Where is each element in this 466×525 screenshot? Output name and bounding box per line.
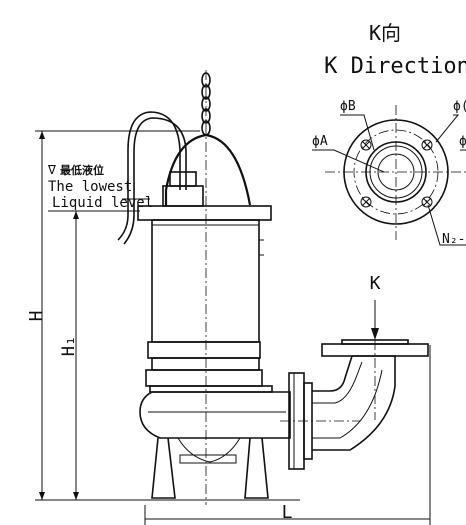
view-letter-k: K (370, 273, 381, 294)
direction-label-cn: K向 (369, 21, 401, 45)
label-bolt-holes: N₂- (442, 232, 465, 247)
dimension-h1: H₁ (59, 211, 79, 500)
label-phi-a: ϕA (312, 134, 328, 149)
flange-view: ϕB ϕA ϕ( ϕ N₂- (312, 99, 466, 247)
dimension-l-label: L (282, 502, 293, 523)
direction-label-en: K Direction (324, 54, 466, 79)
water-level-symbol: ∇ (47, 163, 56, 178)
dimension-h: H (26, 130, 200, 500)
dimension-h-label: H (26, 311, 47, 322)
k-arrow-head (371, 328, 379, 340)
label-phi-b: ϕB (340, 99, 356, 114)
water-level-label-en-1: The lowest (48, 179, 132, 195)
pump-body (117, 72, 291, 499)
bolt-hole-marks (360, 139, 433, 208)
discharge-elbow (288, 339, 429, 470)
water-level-label-cn: 最低液位 (60, 163, 104, 177)
dimension-h1-label: H₁ (59, 336, 79, 356)
label-phi-c: ϕ( (453, 99, 466, 114)
water-level-marker: ∇ 最低液位 The lowest Liquid level (47, 163, 153, 212)
dimension-l: L (144, 345, 431, 525)
label-phi-d: ϕ (459, 134, 466, 149)
